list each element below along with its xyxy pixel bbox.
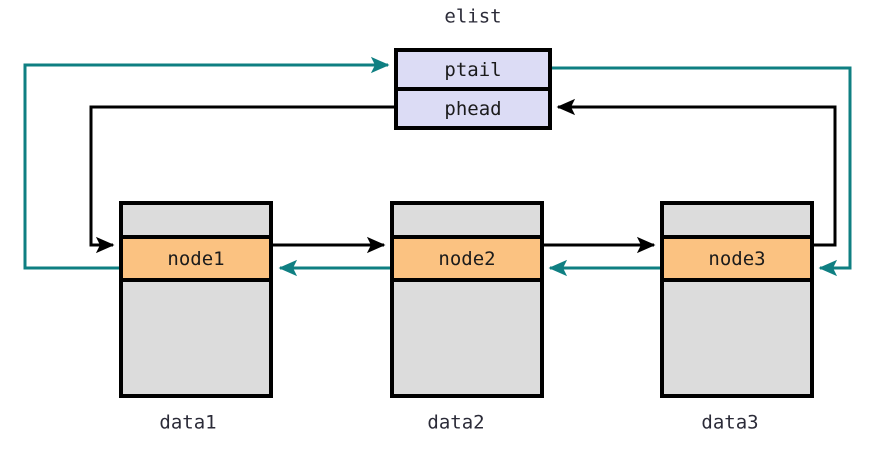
node2-caption: data2 — [427, 412, 484, 434]
node3-caption: data3 — [701, 412, 758, 434]
ptail-cell[interactable] — [394, 48, 552, 91]
node3-pointer-band[interactable] — [660, 235, 814, 282]
node3-label: node3 — [708, 248, 765, 270]
node3-data-box[interactable] — [660, 201, 814, 398]
node1-data-box[interactable] — [119, 201, 273, 398]
node1-caption: data1 — [159, 412, 216, 434]
elist-struct: elist ptail phead — [394, 6, 552, 130]
phead-label: phead — [444, 98, 501, 120]
phead-cell[interactable] — [394, 87, 552, 130]
node1-pointer-band[interactable] — [119, 235, 273, 282]
elist-field-phead[interactable]: phead — [394, 87, 552, 130]
list-node-node1[interactable]: node1 data1 — [119, 201, 273, 434]
edge-node1-to-ptail — [23, 56, 390, 270]
node1-label: node1 — [167, 248, 224, 270]
node2-pointer-band[interactable] — [390, 235, 544, 282]
elist-title: elist — [444, 6, 501, 28]
edge-node3-to-phead — [556, 98, 837, 247]
list-node-node3[interactable]: node3 data3 — [660, 201, 814, 434]
ptail-label: ptail — [444, 59, 501, 81]
edge-ptail-to-node3 — [550, 66, 852, 277]
node2-label: node2 — [438, 248, 495, 270]
node2-data-box[interactable] — [390, 201, 544, 398]
list-node-node2[interactable]: node2 data2 — [390, 201, 544, 434]
edge-phead-to-node1 — [89, 105, 396, 254]
elist-field-ptail[interactable]: ptail — [394, 48, 552, 91]
